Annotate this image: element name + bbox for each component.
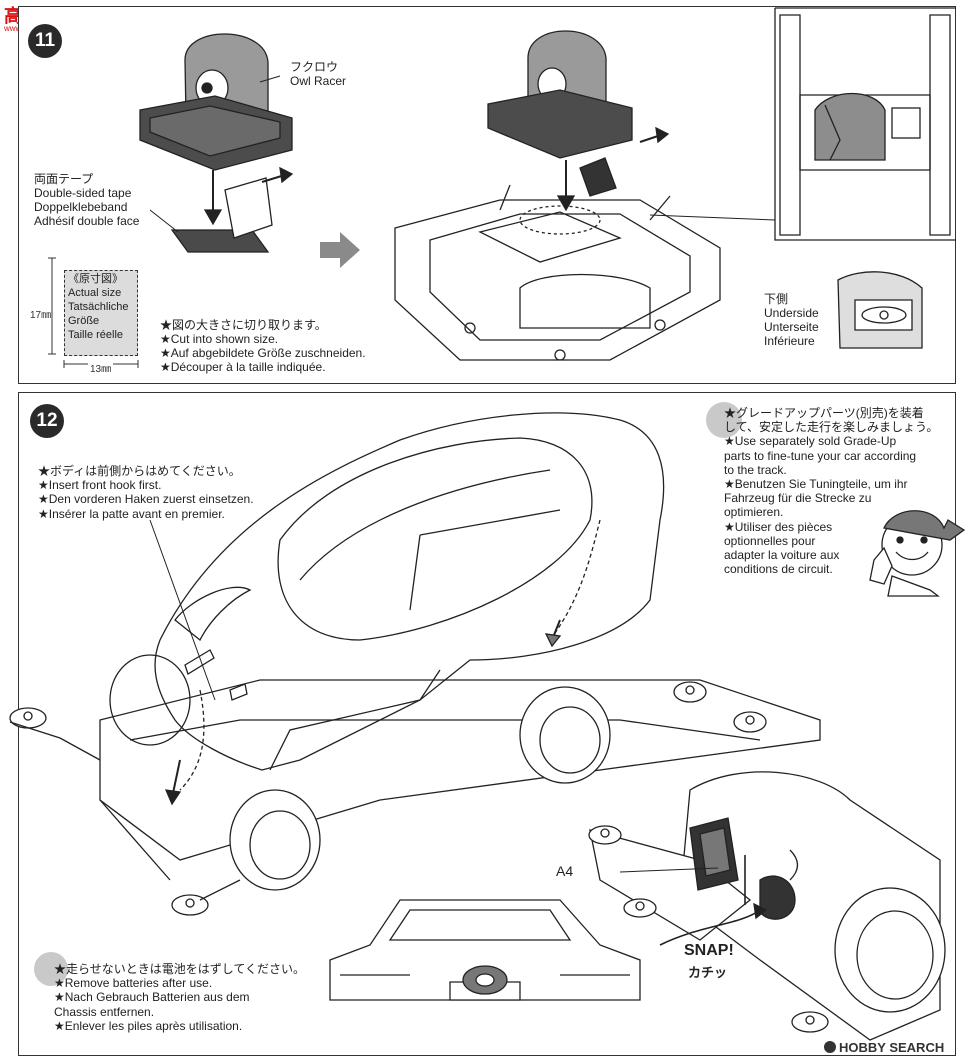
cut-note-de: ★Auf abgebildete Größe zuschneiden. [160, 346, 366, 360]
car-body [154, 412, 665, 771]
dimension-width: 13㎜ [88, 360, 114, 375]
battery-note-de2: Chassis entfernen. [54, 1004, 155, 1019]
gradeup-note-5: to the track. [724, 462, 787, 477]
tape-label-de: Doppelklebeband [34, 200, 128, 214]
underside-de: Unterseite [764, 320, 819, 334]
snap-label-jp: カチッ [688, 965, 728, 980]
gradeup-note-7: Fahrzeug für die Strecke zu [724, 491, 872, 506]
step-11-illustration [139, 7, 956, 361]
gradeup-note-4: parts to fine-tune your car according [724, 448, 917, 463]
front-hook-notes: ★ボディは前側からはめてください。 ★Insert front hook fir… [38, 464, 254, 521]
hobbysearch-text: HOBBY SEARCH [839, 1040, 945, 1055]
tape-label-jp: 両面テープ [34, 172, 94, 186]
cut-note-en: ★Cut into shown size. [160, 332, 279, 346]
battery-note-en: ★Remove batteries after use. [54, 976, 213, 991]
front-hook-note-jp: ★ボディは前側からはめてください。 [38, 464, 241, 478]
cut-note-jp: ★図の大きさに切り取ります。 [160, 318, 327, 332]
battery-bullet-dot [34, 952, 68, 986]
watermark-char-1: 高 [4, 6, 22, 26]
snap-label: SNAP! [684, 942, 734, 959]
step-11-number: 11 [28, 24, 62, 58]
actual-size-de: Tatsächliche [68, 301, 129, 313]
dimension-lines [48, 257, 139, 368]
battery-note-de: ★Nach Gebrauch Batterien aus dem [54, 990, 250, 1005]
dimension-height: 17㎜ [30, 310, 52, 321]
wheel-front-left [229, 789, 321, 891]
gradeup-note-10: optionnelles pour [724, 533, 816, 548]
actual-size-jp: 《原寸図》 [68, 273, 123, 285]
battery-note-jp: ★走らせないときは電池をはずしてください。 [54, 962, 306, 976]
actual-size-de2: Größe [68, 315, 100, 327]
gradeup-note-2: して、安定した走行を楽しみましょう。 [724, 420, 939, 435]
wheel-rear-right [519, 686, 611, 784]
gradeup-note-1: ★グレードアップパーツ(別売)を装着 [724, 406, 924, 420]
battery-notes: ★走らせないときは電池をはずしてください。 ★Remove batteries … [54, 962, 305, 1033]
battery-note-fr: ★Enlever les piles après utilisation. [54, 1018, 243, 1033]
step-12-number: 12 [30, 404, 64, 438]
underside-fr: Inférieure [764, 334, 815, 348]
front-hook-note-fr: ★Insérer la patte avant en premier. [38, 506, 225, 521]
gradeup-note-8: optimieren. [724, 505, 784, 520]
gradeup-notes: ★グレードアップパーツ(別売)を装着 して、安定した走行を楽しみましょう。 ★U… [724, 406, 938, 576]
owl-label-en: Owl Racer [290, 74, 347, 88]
front-hook-note-en: ★Insert front hook first. [38, 478, 162, 493]
gradeup-note-12: conditions de circuit. [724, 562, 833, 577]
actual-size-en: Actual size [68, 287, 122, 299]
front-hook-note-de: ★Den vorderen Haken zuerst einsetzen. [38, 492, 254, 507]
hobbysearch-logo-icon [824, 1041, 836, 1053]
cut-note-fr: ★Découper à la taille indiquée. [160, 360, 326, 374]
actual-size-fr: Taille réelle [68, 329, 124, 341]
underside-jp: 下側 [764, 292, 789, 306]
hobbysearch-watermark: HOBBY SEARCH [824, 1040, 944, 1055]
tape-label-en: Double-sided tape [34, 186, 132, 200]
tape-label-fr: Adhésif double face [34, 214, 140, 228]
gradeup-note-6: ★Benutzen Sie Tuningteile, um ihr [724, 477, 908, 492]
gradeup-note-3: ★Use separately sold Grade-Up [724, 434, 897, 449]
gradeup-note-11: adapter la voiture aux [724, 548, 840, 563]
actual-size-tape-box [64, 270, 138, 356]
part-label-a4: A4 [556, 863, 574, 879]
gradeup-bullet-dot [706, 402, 742, 438]
owl-label-jp: フクロウ [290, 60, 339, 74]
underside-en: Underside [764, 306, 819, 320]
gradeup-note-9: ★Utiliser des pièces [724, 519, 833, 534]
